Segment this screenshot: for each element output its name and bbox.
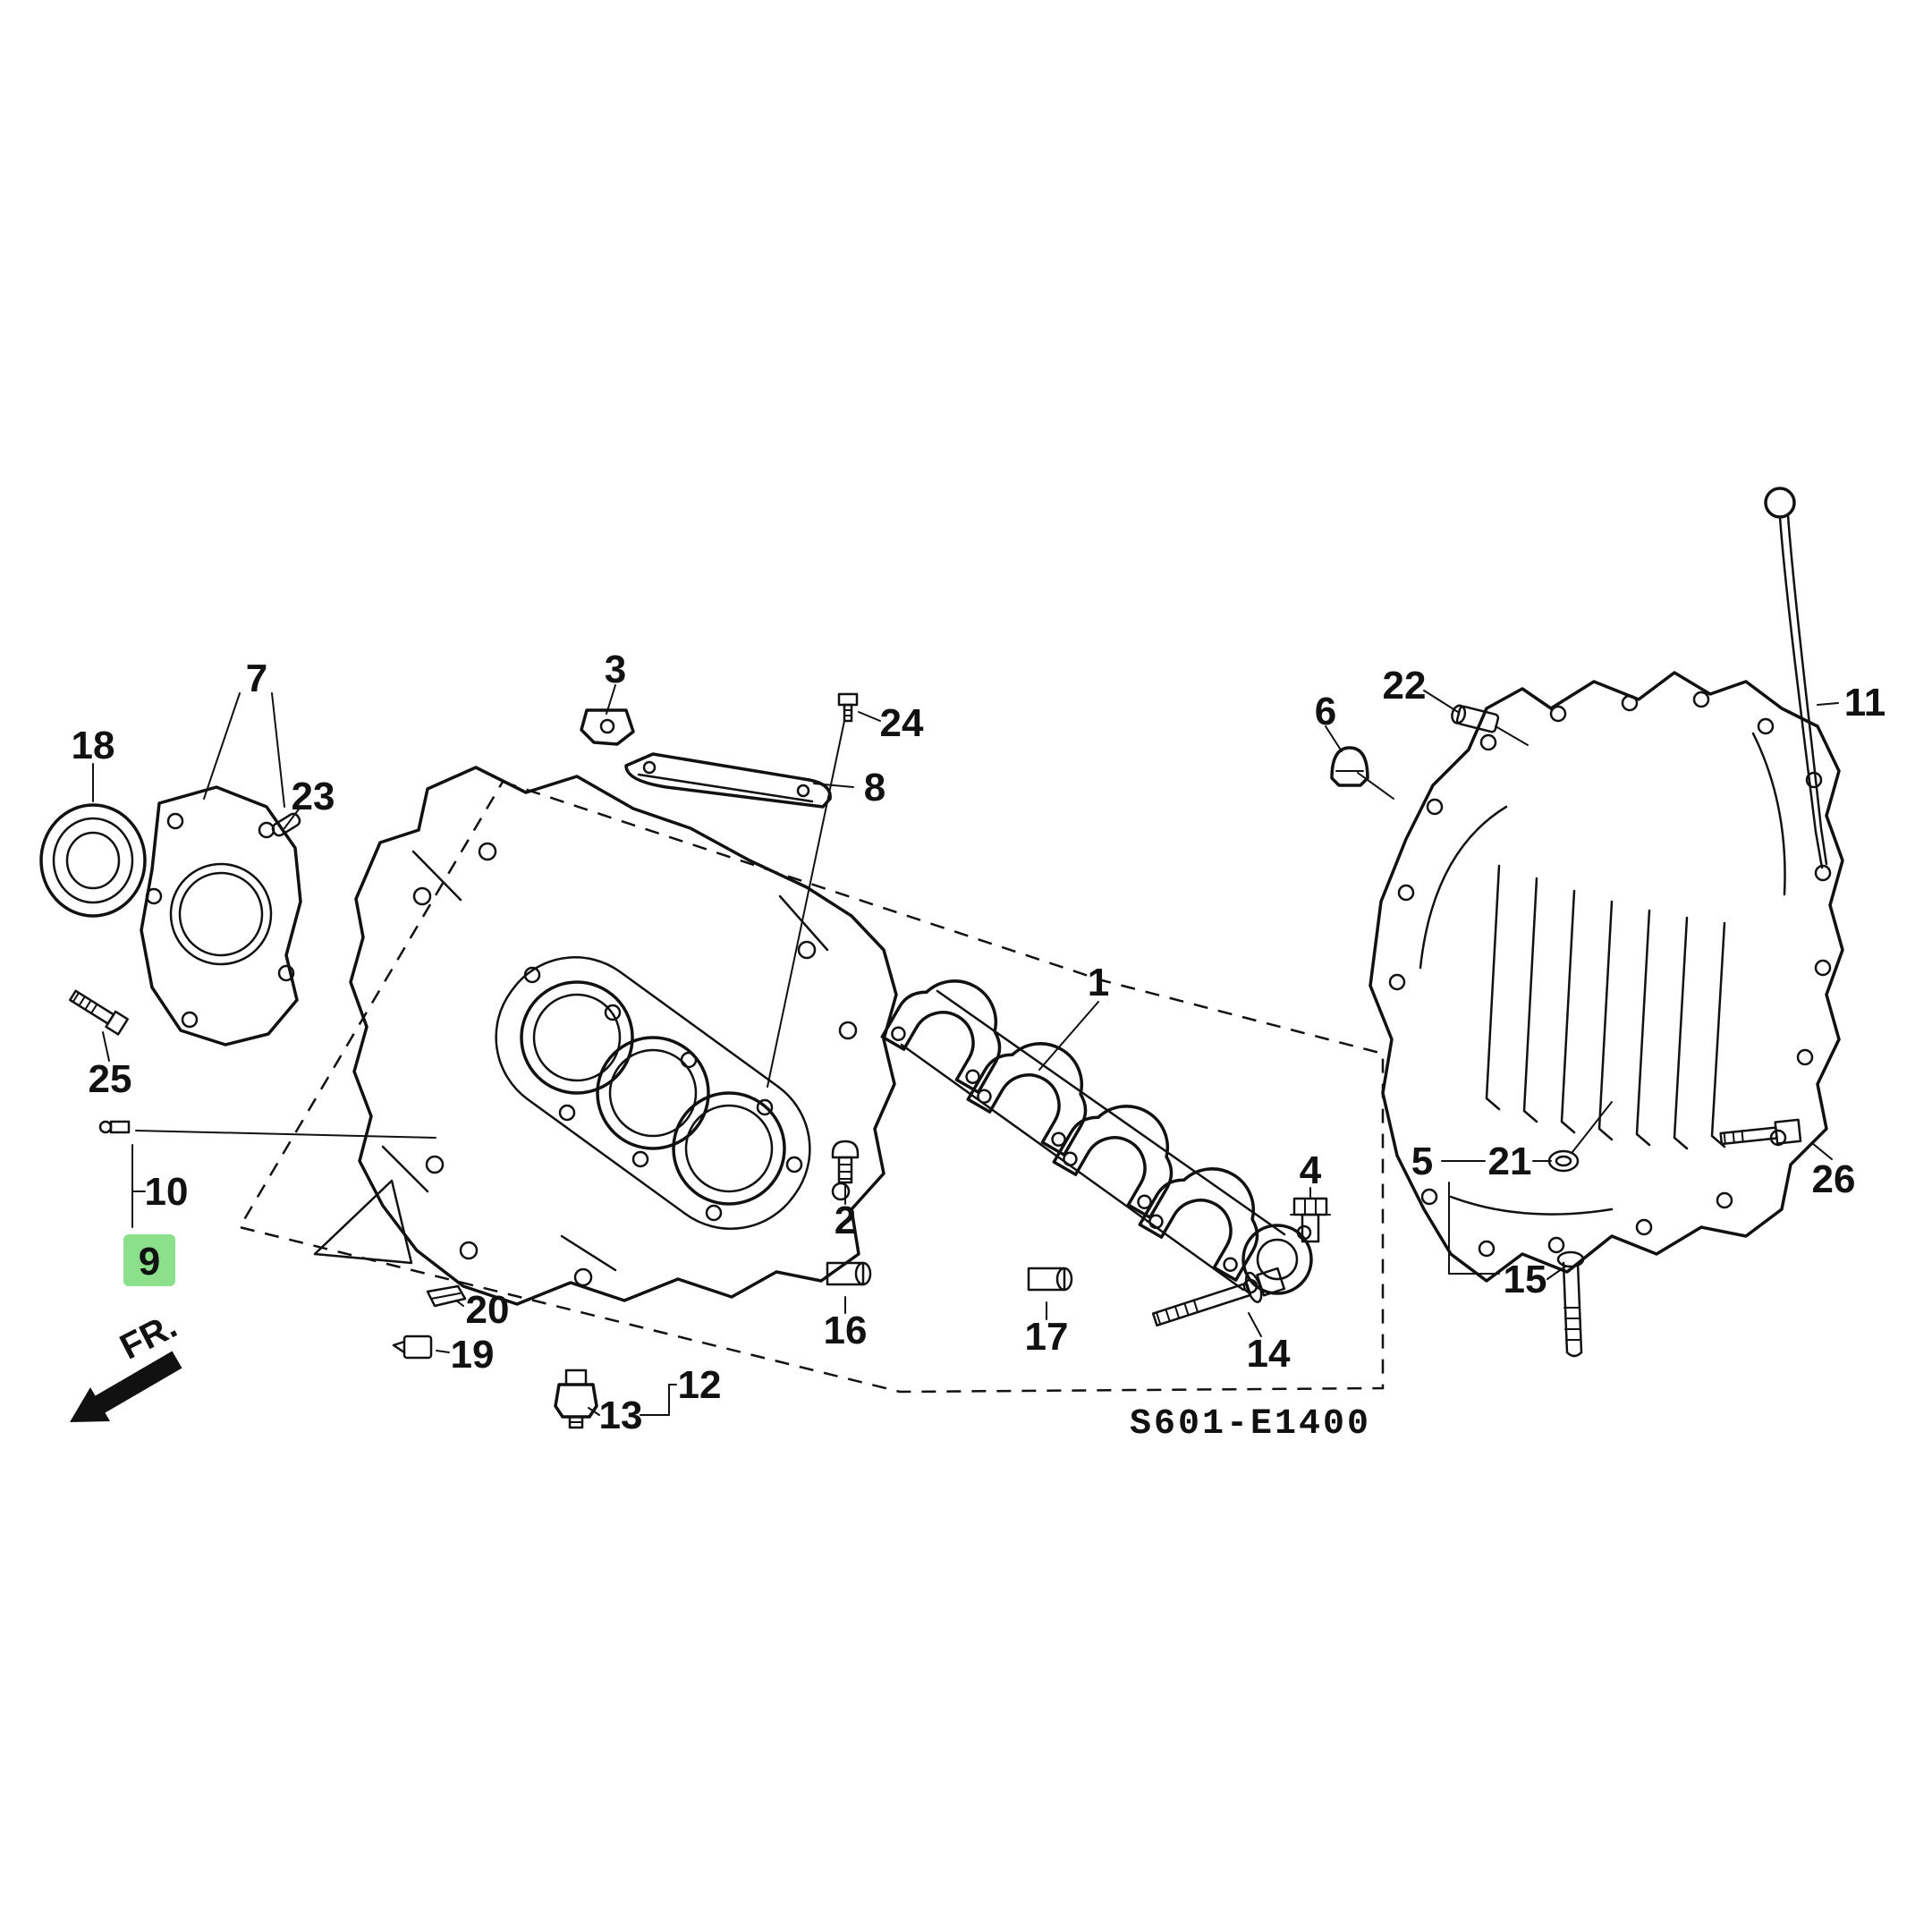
sensor-19-part: [392, 1335, 433, 1360]
callout-11: 11: [1844, 681, 1886, 724]
cylinder-block-part: [313, 766, 898, 1306]
bolt-14-part: [1151, 1267, 1286, 1327]
callout-10: 10: [145, 1170, 189, 1214]
bolt-2-part: [831, 1140, 860, 1184]
callout-20: 20: [466, 1288, 510, 1332]
callout-22: 22: [1383, 664, 1427, 708]
washer-21-part: [1547, 1149, 1580, 1173]
assembly-boundary: [238, 780, 1385, 1394]
fr-arrow-icon: [70, 1351, 182, 1422]
callout-18: 18: [72, 724, 115, 767]
dowel-17-part: [1027, 1267, 1073, 1292]
callout-3: 3: [605, 648, 626, 691]
callout-2: 2: [835, 1199, 856, 1242]
bolt-26-part: [1719, 1118, 1802, 1146]
bolt-15-part: [1556, 1250, 1585, 1358]
callout-13: 13: [599, 1394, 643, 1437]
callout-labels: 1 2 3 4 5 6 7 8 9 10 11 12 13 14 15 16 1…: [72, 648, 1886, 1437]
callout-24: 24: [880, 701, 924, 745]
callout-25: 25: [89, 1057, 132, 1101]
callout-16: 16: [824, 1309, 868, 1352]
dowel-pin-23-part: [271, 812, 301, 837]
plug-22-part: [1451, 704, 1500, 733]
callout-4: 4: [1300, 1148, 1322, 1192]
callout-17: 17: [1025, 1315, 1069, 1359]
baffle-plate-part: [624, 752, 832, 809]
lower-block-housing-part: [1368, 671, 1844, 1283]
callout-1: 1: [1088, 961, 1109, 1004]
diagram-code: S601-E1400: [1130, 1404, 1371, 1445]
callout-5: 5: [1411, 1140, 1433, 1183]
callout-19: 19: [451, 1333, 495, 1377]
fr-direction-arrow: FR.: [70, 1306, 183, 1422]
callout-14: 14: [1247, 1332, 1291, 1376]
callout-15: 15: [1504, 1258, 1547, 1301]
bracket-3-part: [580, 708, 635, 746]
dipstick-part: [1764, 487, 1828, 869]
callout-26: 26: [1812, 1157, 1856, 1201]
oil-jet-part: [98, 1120, 131, 1134]
callout-9-highlight: [123, 1234, 175, 1286]
seal-retainer-plate-part: [140, 785, 302, 1046]
grommet-6-part: [1330, 746, 1369, 787]
oil-seal-part: [39, 803, 147, 918]
callout-23: 23: [292, 775, 335, 818]
oil-pressure-switch-part: [554, 1368, 598, 1429]
callout-21: 21: [1488, 1140, 1532, 1183]
leader-lines: [92, 684, 1839, 1416]
callout-9: 9: [139, 1240, 160, 1284]
dowel-16-part: [826, 1261, 872, 1286]
bolt-4-part: [1290, 1197, 1331, 1243]
callout-6: 6: [1315, 690, 1336, 733]
clip-20-part: [426, 1284, 467, 1308]
bearing-cap-assembly-part: [880, 957, 1313, 1295]
callout-12: 12: [678, 1363, 722, 1407]
bolt-25-part: [69, 989, 129, 1036]
callout-8: 8: [864, 766, 886, 809]
callout-7: 7: [246, 657, 267, 700]
bolt-24-part: [837, 692, 859, 723]
